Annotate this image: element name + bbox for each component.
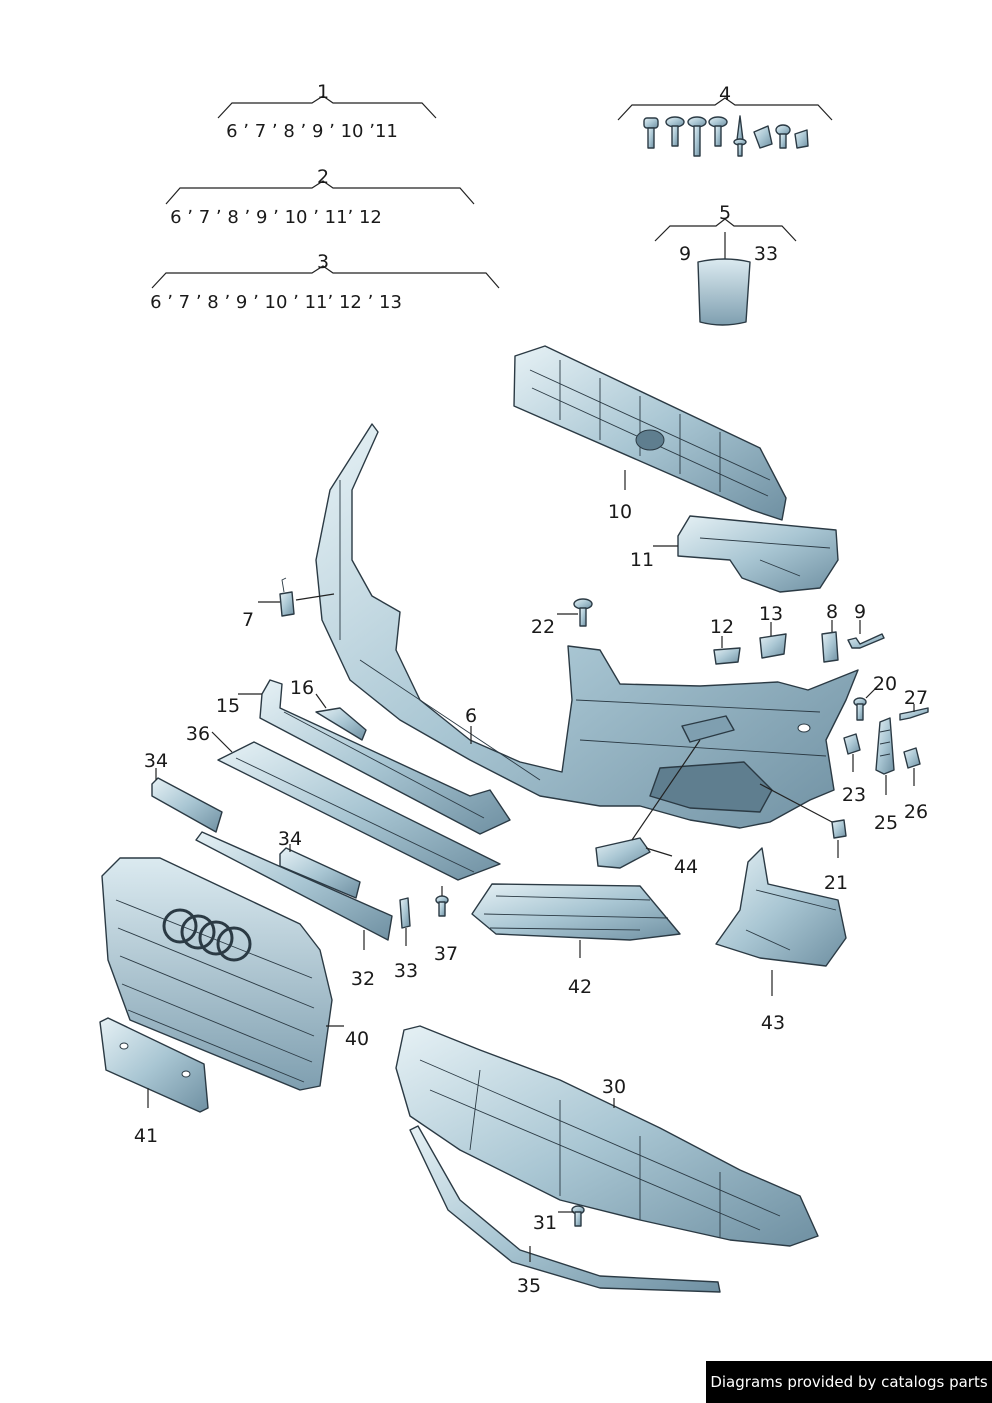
group-2-bracket: 2 6 ʼ 7 ʼ 8 ʼ 9 ʼ 10 ʼ 11ʼ 12 bbox=[165, 166, 475, 228]
part-15-carrier bbox=[259, 679, 511, 835]
part-36-trim bbox=[217, 741, 501, 881]
group-5-number: 5 bbox=[719, 202, 731, 224]
part-16-insert bbox=[315, 707, 367, 741]
part-21-clip bbox=[831, 819, 847, 839]
part-10-absorber bbox=[513, 345, 787, 521]
callout-30: 30 bbox=[602, 1076, 626, 1098]
diagram-credit-banner: Diagrams provided by catalogs parts bbox=[706, 1361, 992, 1403]
callout-34-right: 34 bbox=[278, 828, 302, 850]
part-31-bolt bbox=[571, 1205, 585, 1227]
part-32-strip bbox=[195, 831, 393, 941]
callout-13: 13 bbox=[759, 603, 783, 625]
callout-7: 7 bbox=[242, 609, 254, 631]
callout-22: 22 bbox=[531, 616, 555, 638]
part-42-grille-insert bbox=[471, 883, 681, 941]
part-11-guide bbox=[677, 515, 839, 593]
parts-bag-icon bbox=[697, 258, 751, 326]
group-5-left-label: 9 bbox=[679, 243, 691, 265]
group-4-fastener-set: 4 bbox=[617, 83, 833, 157]
part-25-bracket bbox=[875, 717, 895, 775]
group-5-right-label: 33 bbox=[754, 243, 778, 265]
callout-21: 21 bbox=[824, 872, 848, 894]
callout-15: 15 bbox=[216, 695, 240, 717]
part-13-clip bbox=[759, 633, 787, 659]
part-23-clip bbox=[843, 733, 861, 755]
part-44-cap bbox=[595, 837, 651, 869]
part-9-screw bbox=[847, 633, 885, 649]
callout-11: 11 bbox=[630, 549, 654, 571]
part-26-clip bbox=[903, 747, 921, 769]
group-1-bracket: 1 6 ʼ 7 ʼ 8 ʼ 9 ʼ 10 ʼ11 bbox=[217, 81, 437, 142]
part-8-clip bbox=[821, 631, 839, 663]
callout-8: 8 bbox=[826, 601, 838, 623]
callout-37: 37 bbox=[434, 943, 458, 965]
group-3-items: 6 ʼ 7 ʼ 8 ʼ 9 ʼ 10 ʼ 11ʼ 12 ʼ 13 bbox=[150, 292, 402, 313]
group-3-number: 3 bbox=[317, 251, 329, 273]
callout-36: 36 bbox=[186, 723, 210, 745]
part-34-strip-left bbox=[151, 777, 223, 833]
fastener-icons bbox=[643, 115, 809, 157]
part-41-license-plate-bracket bbox=[99, 1017, 209, 1113]
callout-40: 40 bbox=[345, 1028, 369, 1050]
part-37-bolt bbox=[435, 895, 449, 917]
group-2-items: 6 ʼ 7 ʼ 8 ʼ 9 ʼ 10 ʼ 11ʼ 12 bbox=[170, 207, 382, 228]
four-rings-emblem bbox=[162, 908, 252, 962]
callout-20: 20 bbox=[873, 673, 897, 695]
group-5-bag: 5 9 33 bbox=[654, 202, 797, 326]
callout-9: 9 bbox=[854, 601, 866, 623]
part-43-duct bbox=[715, 847, 847, 967]
part-35-spoiler-lip bbox=[409, 1125, 721, 1293]
part-6-bumper-cover bbox=[315, 423, 859, 829]
callout-42: 42 bbox=[568, 976, 592, 998]
callout-6: 6 bbox=[465, 705, 477, 727]
part-7-plug bbox=[279, 577, 295, 617]
part-20-bolt bbox=[853, 697, 867, 721]
callout-12: 12 bbox=[710, 616, 734, 638]
callout-10: 10 bbox=[608, 501, 632, 523]
part-30-underbody-panel bbox=[395, 1025, 819, 1247]
callout-41: 41 bbox=[134, 1125, 158, 1147]
callout-35: 35 bbox=[517, 1275, 541, 1297]
credit-text: Diagrams provided by catalogs parts bbox=[710, 1373, 988, 1391]
callout-23: 23 bbox=[842, 784, 866, 806]
callout-32: 32 bbox=[351, 968, 375, 990]
callout-43: 43 bbox=[761, 1012, 785, 1034]
callout-44: 44 bbox=[674, 856, 698, 878]
group-3-bracket: 3 6 ʼ 7 ʼ 8 ʼ 9 ʼ 10 ʼ 11ʼ 12 ʼ 13 bbox=[150, 251, 500, 313]
group-1-items: 6 ʼ 7 ʼ 8 ʼ 9 ʼ 10 ʼ11 bbox=[226, 121, 398, 142]
callout-16: 16 bbox=[290, 677, 314, 699]
group-2-number: 2 bbox=[317, 166, 329, 188]
part-12-clip bbox=[713, 647, 741, 665]
callout-33: 33 bbox=[394, 960, 418, 982]
callout-34-left: 34 bbox=[144, 750, 168, 772]
callout-25: 25 bbox=[874, 812, 898, 834]
part-34-strip-right bbox=[279, 847, 361, 899]
part-33-insert bbox=[399, 897, 411, 929]
group-1-number: 1 bbox=[317, 81, 329, 103]
group-4-number: 4 bbox=[719, 83, 731, 105]
part-27-screw bbox=[899, 707, 929, 721]
callout-31: 31 bbox=[533, 1212, 557, 1234]
callout-26: 26 bbox=[904, 801, 928, 823]
part-40-radiator-grille bbox=[101, 857, 333, 1091]
part-22-bolt bbox=[573, 598, 593, 627]
callout-27: 27 bbox=[904, 687, 928, 709]
